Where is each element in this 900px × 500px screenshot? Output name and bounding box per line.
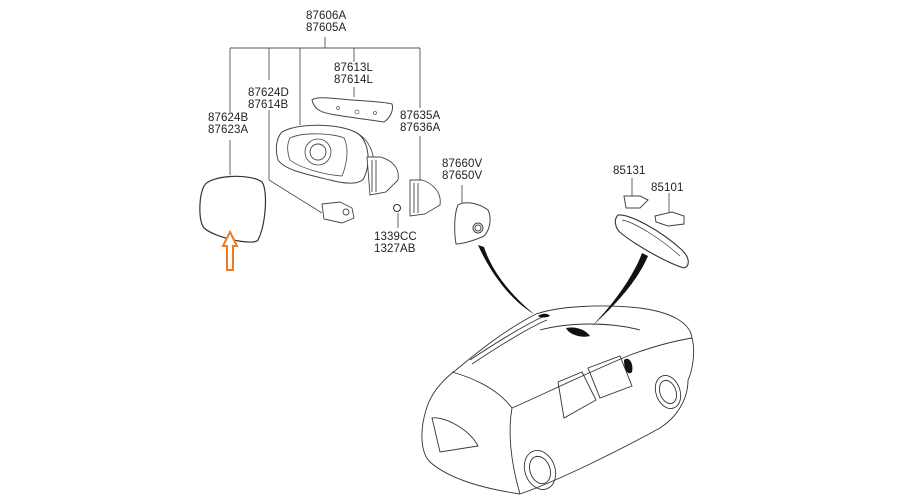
label-interior-cover: 87660V 87650V bbox=[442, 158, 483, 182]
vehicle-outline bbox=[421, 305, 695, 495]
installed-side-mirror-marker bbox=[624, 358, 633, 374]
label-gasket: 87635A 87636A bbox=[400, 110, 441, 134]
label-assembly: 87606A 87605A bbox=[306, 10, 347, 34]
nut-part bbox=[393, 204, 401, 212]
mirror-cover-part bbox=[311, 97, 393, 123]
gasket-part-b bbox=[409, 179, 441, 217]
gasket-part-a bbox=[366, 156, 399, 196]
callout-swoosh-left bbox=[478, 245, 534, 314]
installed-rearview-marker bbox=[566, 327, 590, 337]
installed-interior-cover-marker bbox=[538, 313, 550, 318]
rearview-bracket-part bbox=[654, 211, 685, 227]
actuator-part bbox=[321, 201, 355, 224]
interior-cover-part bbox=[454, 202, 491, 245]
label-rearview-cover: 85131 bbox=[613, 165, 646, 177]
label-cover: 87613L 87614L bbox=[334, 62, 373, 86]
label-mirror-glass: 87624B 87623A bbox=[208, 112, 249, 136]
label-actuator: 87624D 87614B bbox=[248, 87, 289, 111]
mirror-housing-part bbox=[275, 124, 375, 189]
rearview-cover-part bbox=[623, 195, 649, 209]
mirror-glass-part bbox=[199, 175, 267, 243]
label-rearview-bracket: 85101 bbox=[651, 182, 684, 194]
label-nut: 1339CC 1327AB bbox=[374, 231, 417, 255]
rearview-mirror-part bbox=[614, 214, 689, 269]
callout-swoosh-right bbox=[592, 253, 648, 326]
leader-lines bbox=[229, 37, 670, 228]
highlight-arrow-icon bbox=[221, 229, 239, 271]
